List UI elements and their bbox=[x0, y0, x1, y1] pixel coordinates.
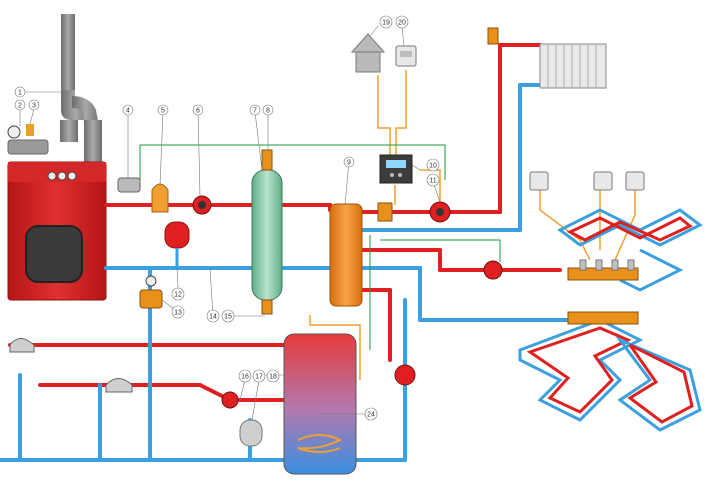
callout-19: 19 bbox=[379, 15, 393, 29]
hot-water-taps bbox=[9, 338, 133, 393]
callout-20-text: 20 bbox=[398, 20, 406, 27]
callout-1: 1 bbox=[14, 86, 26, 98]
air-vent-icon bbox=[151, 183, 169, 213]
chimney bbox=[60, 14, 102, 168]
callout-19-text: 19 bbox=[382, 20, 390, 27]
callout-9-text: 9 bbox=[347, 160, 351, 167]
radiator bbox=[487, 27, 607, 89]
callout-lines bbox=[19, 25, 441, 421]
hydraulic-separator bbox=[251, 149, 283, 315]
callout-20: 20 bbox=[395, 15, 409, 29]
callout-12: 12 bbox=[171, 287, 185, 301]
callout-12-text: 12 bbox=[174, 292, 182, 299]
green-signal-wires bbox=[139, 144, 501, 350]
callout-14-text: 14 bbox=[209, 314, 217, 321]
callout-7: 7 bbox=[249, 104, 261, 116]
callout-18-text: 18 bbox=[269, 374, 277, 381]
callout-6: 6 bbox=[192, 104, 204, 116]
distribution-collector bbox=[329, 203, 363, 307]
underfloor-loops bbox=[518, 208, 703, 432]
callout-15-text: 15 bbox=[224, 314, 232, 321]
expansion-tank-dhw bbox=[239, 419, 263, 447]
callout-24-text: 24 bbox=[367, 412, 375, 419]
callout-8-text: 8 bbox=[266, 108, 270, 115]
callout-5: 5 bbox=[157, 104, 169, 116]
floor-pump-icon bbox=[483, 260, 503, 280]
pressure-gauge-icon bbox=[7, 125, 21, 139]
floor-manifold bbox=[567, 259, 639, 325]
callout-15: 15 bbox=[221, 309, 235, 323]
dhw-storage-tank bbox=[283, 333, 357, 475]
callout-7-text: 7 bbox=[253, 108, 257, 115]
callout-2: 2 bbox=[14, 99, 26, 111]
callout-17-text: 17 bbox=[255, 374, 263, 381]
callout-8: 8 bbox=[262, 104, 274, 116]
mixing-valve-icon bbox=[377, 202, 393, 222]
callout-4-text: 4 bbox=[126, 108, 130, 115]
callout-16: 16 bbox=[238, 369, 252, 383]
callout-13: 13 bbox=[171, 305, 185, 319]
callout-14: 14 bbox=[206, 309, 220, 323]
callout-24: 24 bbox=[364, 407, 378, 421]
boiler-gauges bbox=[47, 171, 77, 181]
outdoor-sensor-house bbox=[350, 33, 386, 73]
pressure-reducer bbox=[139, 275, 163, 309]
controller bbox=[379, 154, 413, 184]
control-wires bbox=[309, 70, 636, 380]
safety-valve-icon bbox=[26, 124, 34, 136]
dhw-pump-icon bbox=[394, 364, 416, 386]
callout-11: 11 bbox=[426, 173, 440, 187]
callout-11-text: 11 bbox=[429, 178, 436, 185]
callout-5-text: 5 bbox=[161, 108, 165, 115]
recirculation-pump-icon bbox=[221, 391, 239, 409]
callout-1-text: 1 bbox=[18, 90, 22, 97]
callout-9: 9 bbox=[343, 156, 355, 168]
boiler bbox=[7, 124, 107, 301]
callout-3: 3 bbox=[28, 99, 40, 111]
callout-6-text: 6 bbox=[196, 108, 200, 115]
separator-air-vent-icon bbox=[261, 149, 273, 171]
callout-2-text: 2 bbox=[18, 103, 22, 110]
callout-13-text: 13 bbox=[174, 310, 182, 317]
floor-thermostats bbox=[529, 171, 645, 191]
callout-16-text: 16 bbox=[241, 374, 249, 381]
control-unit-icon bbox=[117, 177, 141, 193]
callout-18: 18 bbox=[266, 369, 280, 383]
callout-10-text: 10 bbox=[429, 163, 437, 170]
callout-4: 4 bbox=[122, 104, 134, 116]
callout-17: 17 bbox=[252, 369, 266, 383]
expansion-tank-heating bbox=[164, 221, 190, 268]
callout-3-text: 3 bbox=[32, 103, 36, 110]
callout-10: 10 bbox=[426, 158, 440, 172]
